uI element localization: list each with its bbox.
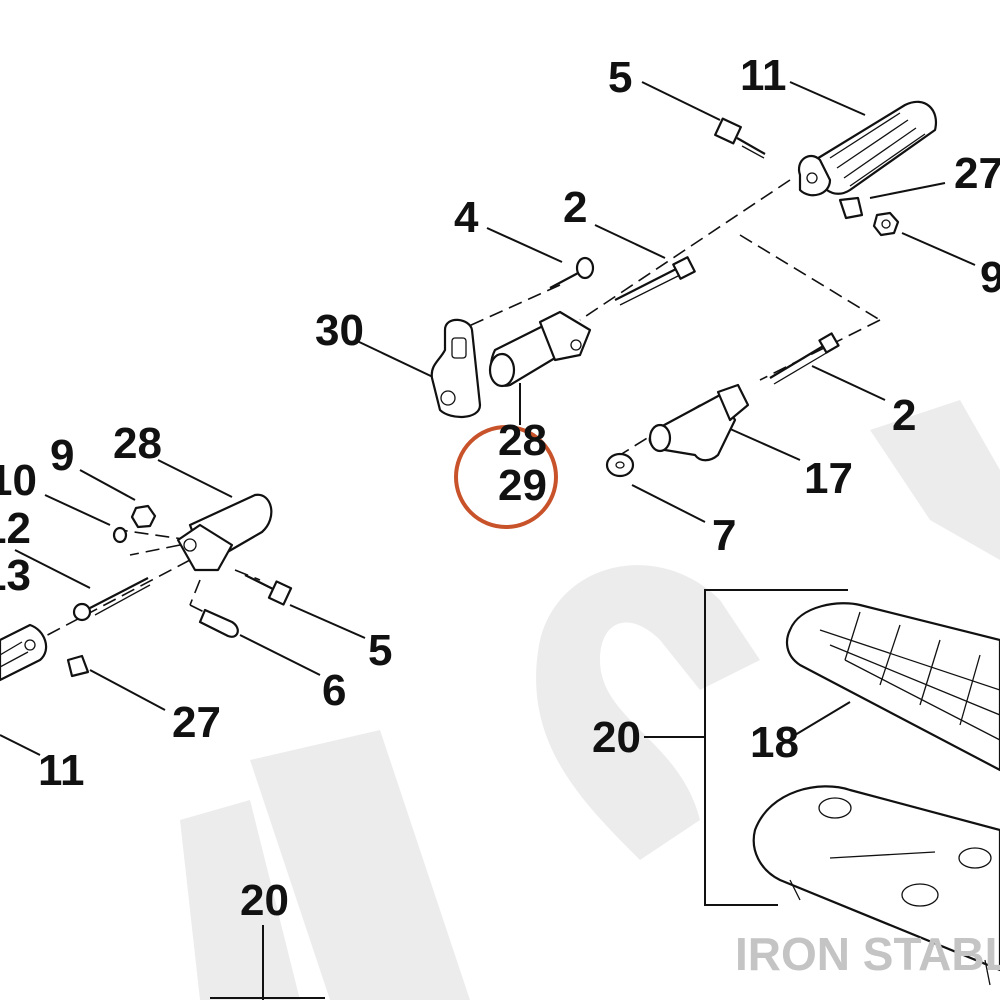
highlight-circle bbox=[454, 425, 558, 529]
callout-5-left: 5 bbox=[368, 626, 392, 675]
callout-10: 10 bbox=[0, 456, 37, 505]
callout-11-left: 11 bbox=[38, 746, 85, 795]
callout-4: 4 bbox=[454, 193, 479, 242]
screw-4 bbox=[549, 256, 595, 289]
callout-2-right: 2 bbox=[892, 391, 916, 440]
callout-13: 13 bbox=[0, 551, 31, 600]
watermark-text: IRON STABLE bbox=[735, 928, 1000, 980]
pivot-17 bbox=[648, 383, 750, 462]
nut-right bbox=[872, 211, 900, 237]
callout-2-top: 2 bbox=[563, 183, 587, 232]
washer-7 bbox=[605, 452, 635, 478]
callout-27-left: 27 bbox=[172, 698, 221, 747]
callout-12: 12 bbox=[0, 504, 31, 553]
callout-5-top: 5 bbox=[608, 53, 632, 102]
floorboard-18 bbox=[785, 602, 1000, 772]
callout-28-center: 28 bbox=[498, 416, 547, 465]
washer-27-right bbox=[838, 196, 864, 220]
watermark-shapes bbox=[180, 400, 1000, 1000]
callout-labels: 5 11 27 9 4 2 30 2 28 29 17 7 9 28 10 12… bbox=[0, 51, 1000, 925]
callout-28-left: 28 bbox=[113, 419, 162, 468]
callout-27-right: 27 bbox=[954, 149, 1000, 198]
callout-17: 17 bbox=[804, 454, 853, 503]
callout-7: 7 bbox=[712, 511, 736, 560]
footpeg-upper-right bbox=[797, 100, 938, 197]
long-bolt-right bbox=[769, 332, 840, 385]
callout-30: 30 bbox=[315, 306, 364, 355]
bolt-upper bbox=[714, 117, 766, 159]
bracket-30 bbox=[430, 318, 482, 418]
floorboard-base-20 bbox=[752, 785, 1000, 986]
callout-11-top: 11 bbox=[740, 51, 787, 100]
long-bolt-top bbox=[614, 256, 696, 306]
leader-lines bbox=[0, 81, 976, 1000]
callout-18: 18 bbox=[750, 718, 799, 767]
callout-9-right: 9 bbox=[980, 253, 1000, 302]
callout-29: 29 bbox=[498, 461, 547, 510]
callout-6: 6 bbox=[322, 666, 346, 715]
callout-20-right: 20 bbox=[592, 713, 641, 762]
peg-mount-center bbox=[488, 310, 592, 388]
callout-9-left: 9 bbox=[50, 431, 74, 480]
callout-20-bottom: 20 bbox=[240, 876, 289, 925]
left-assembly bbox=[0, 493, 293, 682]
